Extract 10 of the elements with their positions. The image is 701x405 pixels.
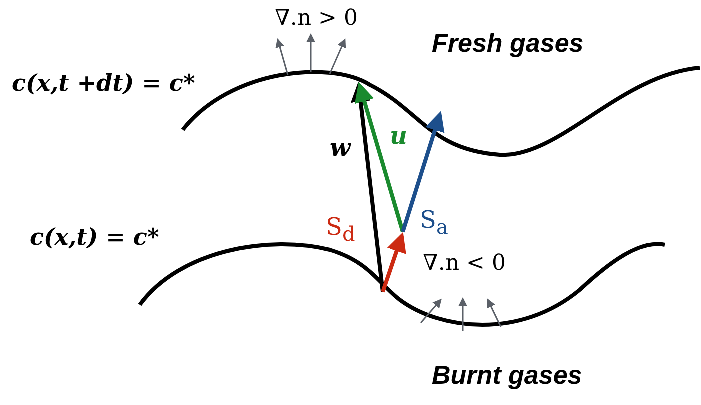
isosurface-label: c(x,t +dt) = c* bbox=[12, 72, 196, 95]
isosurface-label: c(x,t) = c* bbox=[30, 226, 160, 249]
region-label: Fresh gases bbox=[432, 30, 584, 56]
vector-label: S$_{a}$ bbox=[420, 208, 448, 237]
vector-label: u bbox=[390, 124, 408, 148]
divergence-label: ∇.n < 0 bbox=[423, 253, 506, 275]
region-label: Burnt gases bbox=[432, 362, 582, 388]
vector-label: S$_{d}$ bbox=[326, 215, 356, 244]
vector-label: w bbox=[330, 136, 351, 160]
divergence-label: ∇.n > 0 bbox=[275, 8, 358, 30]
